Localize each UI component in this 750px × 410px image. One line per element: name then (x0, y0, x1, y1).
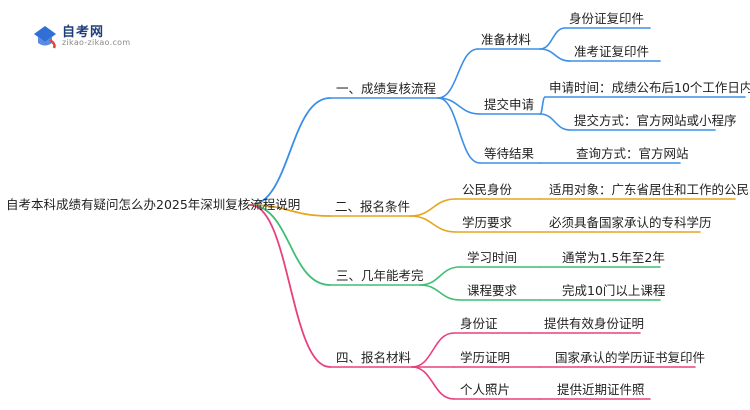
node-3-2: 课程要求 (467, 283, 518, 298)
leaf-4-3-1: 提供近期证件照 (557, 382, 645, 397)
link-n1-1-l1 (539, 27, 566, 50)
leaf-2-1-1: 适用对象：广东省居住和工作的公民 (549, 182, 750, 197)
logo-url: zikao-zikao.com (62, 38, 131, 47)
node-1-1: 准备材料 (481, 32, 532, 47)
leaf-3-1-1: 通常为1.5年至2年 (562, 250, 665, 265)
branch-1-label: 一、成绩复核流程 (336, 81, 437, 96)
link-root-b1 (249, 97, 331, 206)
node-1-3: 等待结果 (484, 146, 535, 161)
node-3-1: 学习时间 (467, 250, 518, 265)
link-n1-2-l1 (539, 96, 546, 115)
logo-name: 自考网 (62, 25, 105, 40)
link-b2-n1 (409, 198, 457, 217)
leaf-2-2-1: 必须具备国家承认的专科学历 (549, 215, 712, 230)
leaf-1-1-2: 准考证复印件 (574, 44, 650, 59)
leaf-4-1-1: 提供有效身份证明 (544, 316, 645, 331)
link-root-b4 (249, 204, 331, 368)
node-1-2: 提交申请 (484, 97, 535, 112)
link-b4-n1 (411, 332, 455, 368)
root-topic: 自考本科成绩有疑问怎么办2025年深圳复核流程说明 (6, 197, 301, 212)
branch-2-label: 二、报名条件 (335, 199, 411, 214)
link-n1-1-l2 (539, 48, 571, 62)
leaf-3-2-1: 完成10门以上课程 (562, 283, 666, 298)
link-b1-n3 (437, 97, 481, 164)
link-b4-n3 (411, 366, 455, 400)
leaf-1-1-1: 身份证复印件 (569, 11, 645, 26)
link-b3-n1 (419, 266, 461, 286)
node-2-1: 公民身份 (462, 182, 513, 197)
node-4-3: 个人照片 (460, 382, 511, 397)
leaf-1-3-1: 查询方式：官方网站 (576, 146, 689, 161)
node-4-2: 学历证明 (460, 350, 511, 365)
logo-icon (34, 26, 56, 49)
leaf-1-2-2: 提交方式：官方网站或小程序 (574, 113, 737, 128)
node-4-1: 身份证 (460, 316, 498, 331)
branch-3-label: 三、几年能考完 (336, 268, 424, 283)
leaf-4-2-1: 国家承认的学历证书复印件 (555, 350, 706, 365)
link-b1-n1 (437, 48, 479, 99)
link-b2-n2 (409, 215, 457, 233)
leaf-1-2-1: 申请时间：成绩公布后10个工作日内 (549, 80, 750, 95)
link-root-b2 (249, 204, 331, 217)
branch-4-label: 四、报名材料 (336, 350, 412, 365)
link-n1-2-l2 (539, 113, 571, 131)
node-2-2: 学历要求 (462, 215, 513, 230)
link-root-b3 (249, 204, 331, 286)
link-b3-n2 (419, 284, 461, 301)
